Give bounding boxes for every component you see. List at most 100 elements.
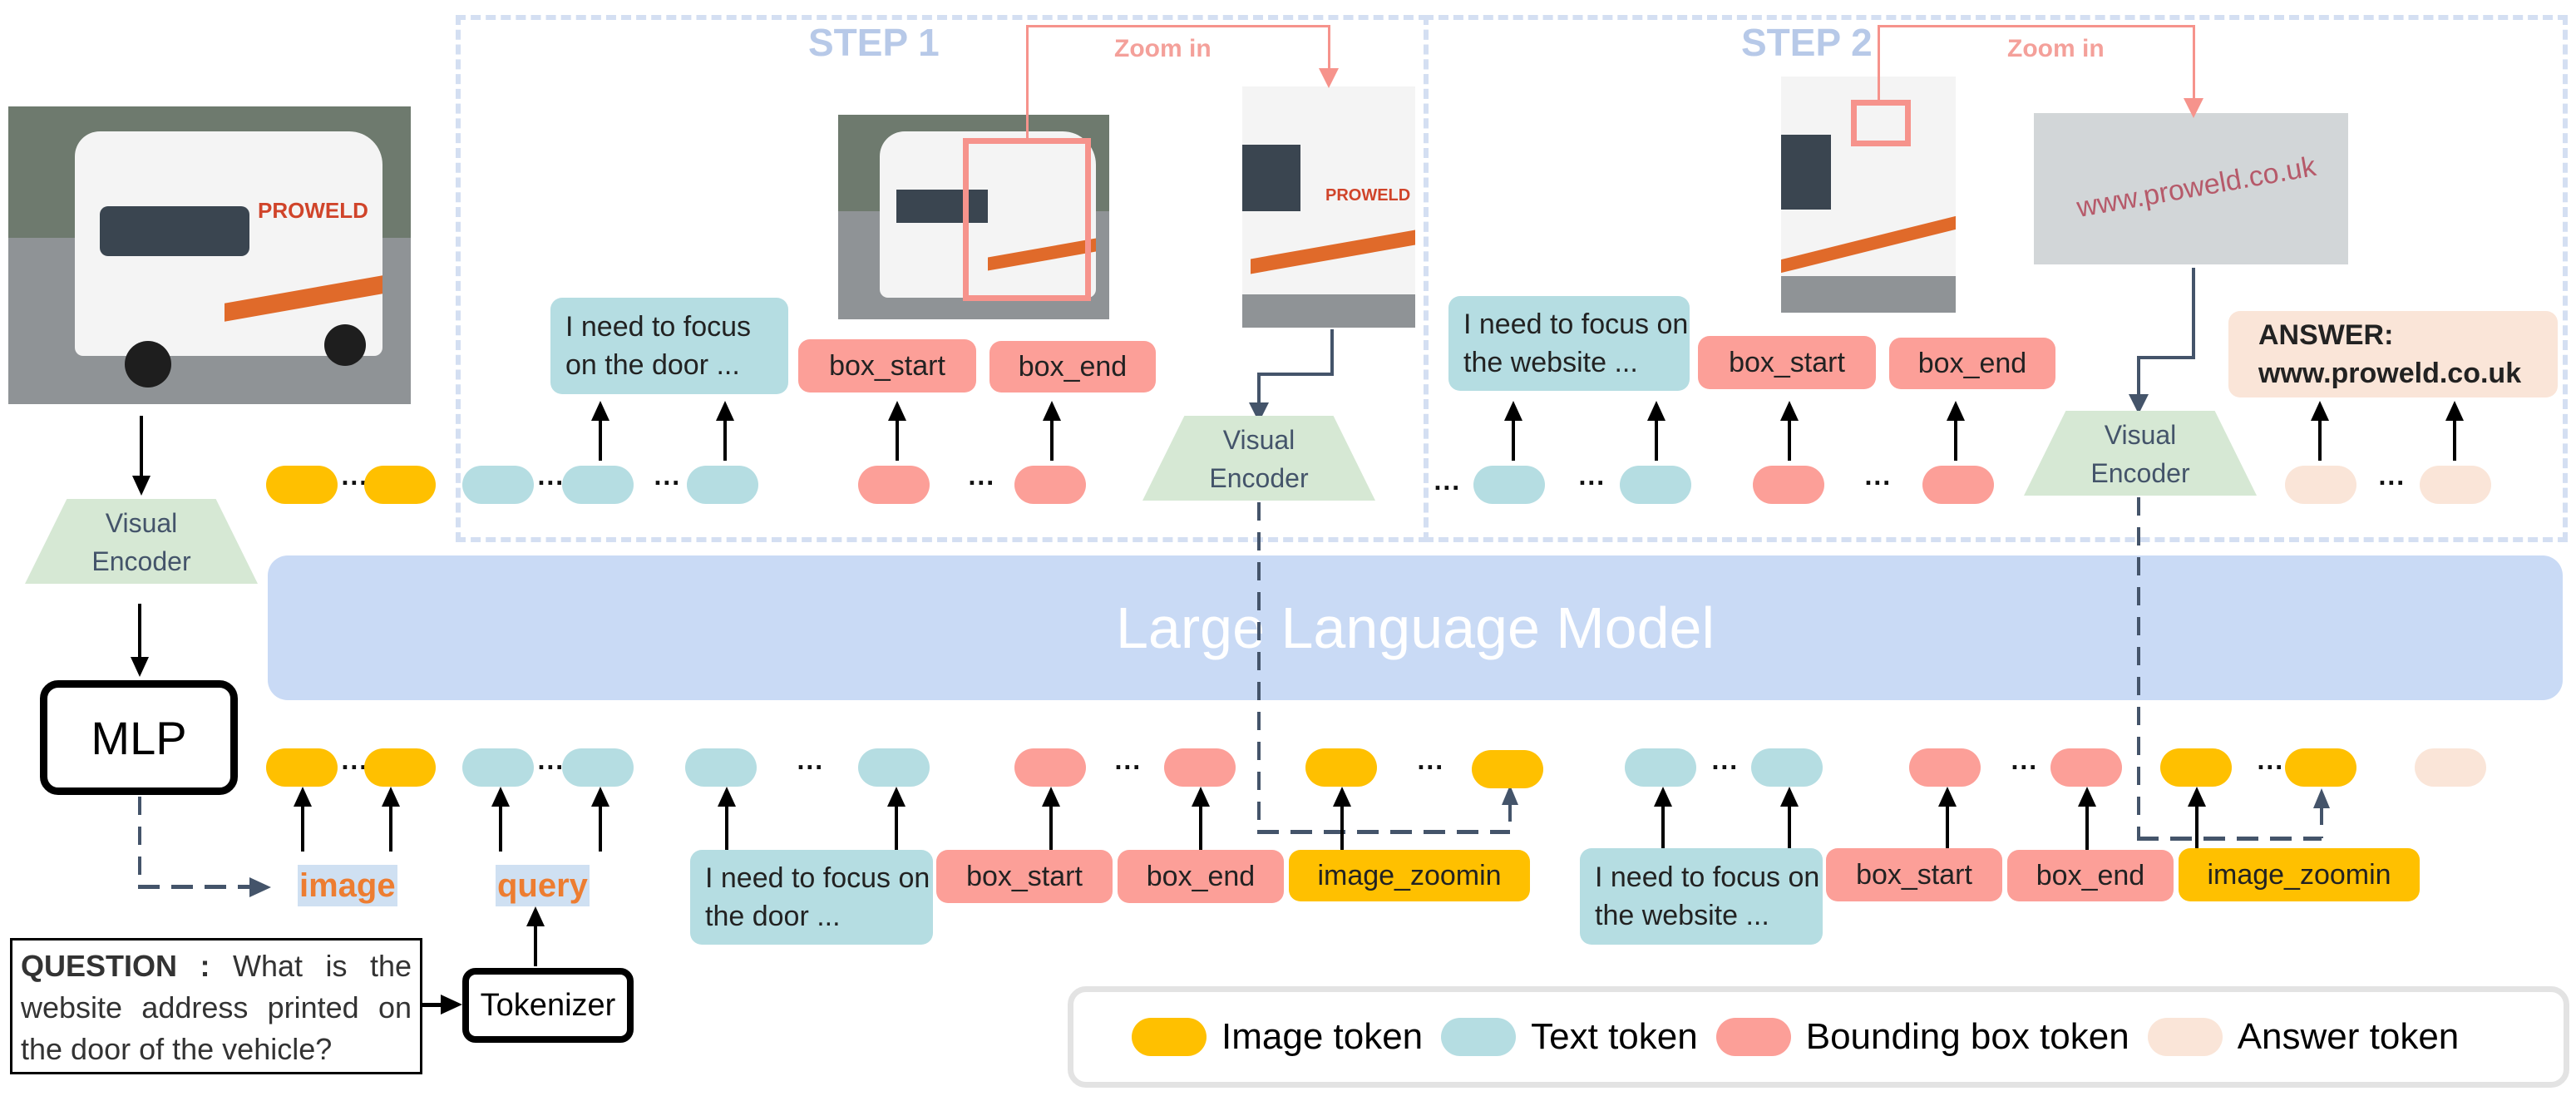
step1-bbox: [963, 138, 1091, 301]
step2-box-start: box_start: [1698, 336, 1876, 389]
arrow-encoder-to-mlp: [131, 604, 149, 677]
step2-crop-photo: [1781, 77, 1956, 313]
legend-swatch-image: [1132, 1018, 1207, 1056]
arrow-question-head: [441, 995, 462, 1015]
question-box: QUESTION : What is the website address p…: [10, 938, 422, 1074]
encoder-label-line1: Visual: [105, 508, 178, 538]
text-token: [858, 748, 930, 787]
arrow-question-to-tokenizer: [422, 1003, 442, 1007]
legend-label: Text token: [1531, 1016, 1698, 1057]
image-keyword: image: [298, 865, 397, 906]
ellipsis: ...: [1434, 471, 1461, 496]
arrow-up: [591, 787, 609, 852]
arrow-up: [491, 787, 510, 852]
van-brand-text: PROWELD: [1325, 186, 1411, 205]
arrow-up: [2311, 401, 2329, 461]
legend-item-text-token: Text token: [1441, 1016, 1698, 1058]
encoder-label-line2: Encoder: [2090, 458, 2190, 488]
bbox-token: [2050, 748, 2122, 787]
ellipsis: ...: [537, 750, 565, 775]
zoom-in-connector: [1878, 25, 1880, 103]
zoom-in-connector: [1026, 25, 1029, 138]
encoder-shape: [1142, 416, 1375, 501]
encoder-label-line2: Encoder: [91, 546, 191, 576]
legend-label: Image token: [1221, 1016, 1424, 1057]
step1-zoom-label: Zoom in: [1114, 35, 1212, 62]
input-step1-box-start: box_start: [936, 850, 1113, 903]
input-van-photo: PROWELD: [8, 106, 411, 404]
step2-box-end: box_end: [1889, 338, 2055, 389]
step1-title: STEP 1: [808, 21, 940, 64]
arrow-up: [1947, 401, 1965, 461]
van-windshield: [100, 206, 249, 256]
large-language-model: Large Language Model: [268, 555, 2563, 700]
mlp-dashed-connector-h: [138, 885, 254, 889]
photo-encoder-connector: [2137, 356, 2140, 397]
step2-frame: [1424, 15, 2568, 542]
bbox-token: [858, 466, 930, 504]
photo-encoder-connector: [1257, 373, 1334, 376]
image-token: [364, 748, 436, 787]
question-text: What is the website address printed on t…: [21, 949, 412, 1066]
image-token: [2285, 748, 2356, 787]
van-windshield: [896, 190, 988, 223]
legend-item-image-token: Image token: [1132, 1016, 1423, 1058]
step2-reasoning-text: I need to focus on the website ...: [1448, 296, 1690, 391]
encoder-shape: [25, 499, 258, 584]
encoder-label-line1: Visual: [1222, 425, 1295, 455]
legend-swatch-answer: [2147, 1018, 2223, 1056]
ellipsis: ...: [1417, 750, 1444, 775]
legend-item-answer-token: Answer token: [2147, 1016, 2459, 1058]
answer-label: ANSWER:: [2258, 319, 2394, 351]
encoder-label-line2: Encoder: [1209, 463, 1309, 493]
arrow-up: [1938, 787, 1957, 850]
encoder2-dashed-route-up: [2320, 807, 2323, 838]
step2-zoom-label: Zoom in: [2007, 35, 2105, 62]
van-door-window: [1781, 135, 1831, 210]
text-token: [1625, 748, 1696, 787]
answer-token: [2420, 466, 2491, 504]
van-wheel: [324, 324, 366, 366]
arrow-up: [1192, 787, 1210, 850]
ellipsis: ...: [654, 466, 681, 491]
tokenizer-box: Tokenizer: [462, 968, 634, 1043]
step1-reasoning-text: I need to focus on the door ...: [550, 298, 788, 394]
encoder1-route-arrowhead: [1502, 785, 1518, 805]
arrow-up: [1333, 787, 1351, 850]
legend-swatch-text: [1441, 1018, 1517, 1056]
website-text-in-photo: www.proweld.co.uk: [2074, 151, 2319, 224]
ellipsis: ...: [1864, 466, 1892, 491]
input-step2-box-end: box_end: [2007, 850, 2174, 901]
arrow-up: [888, 401, 906, 461]
image-token: [1305, 748, 1377, 787]
image-token: [1472, 750, 1543, 788]
answer-box: ANSWER: www.proweld.co.uk: [2228, 311, 2558, 397]
bbox-token: [1014, 466, 1086, 504]
van-door-window: [1242, 145, 1300, 211]
ellipsis: ...: [2378, 466, 2406, 491]
bbox-token: [1164, 748, 1236, 787]
text-token: [562, 466, 634, 504]
step2-title: STEP 2: [1741, 21, 1873, 64]
arrow-tokenizer-to-query: [526, 906, 545, 966]
arrow-up: [2078, 787, 2096, 850]
photo-encoder-connector: [1330, 329, 1334, 374]
input-step2-text: I need to focus on the website ...: [1580, 848, 1823, 945]
answer-token: [2415, 748, 2486, 787]
input-step1-text: I need to focus on the door ...: [690, 850, 933, 945]
encoder1-dashed-route-up: [1508, 803, 1512, 833]
input-step2-image-zoomin: image_zoomin: [2179, 848, 2420, 901]
arrow-up: [718, 787, 736, 850]
text-token: [1620, 466, 1691, 504]
ellipsis: ...: [1711, 750, 1739, 775]
input-step1-box-end: box_end: [1118, 850, 1284, 903]
question-label: QUESTION :: [21, 949, 210, 983]
step2-bbox: [1851, 100, 1911, 146]
legend-swatch-bbox: [1715, 1018, 1791, 1056]
ellipsis: ...: [341, 750, 368, 775]
photo-encoder-connector: [2192, 268, 2195, 359]
